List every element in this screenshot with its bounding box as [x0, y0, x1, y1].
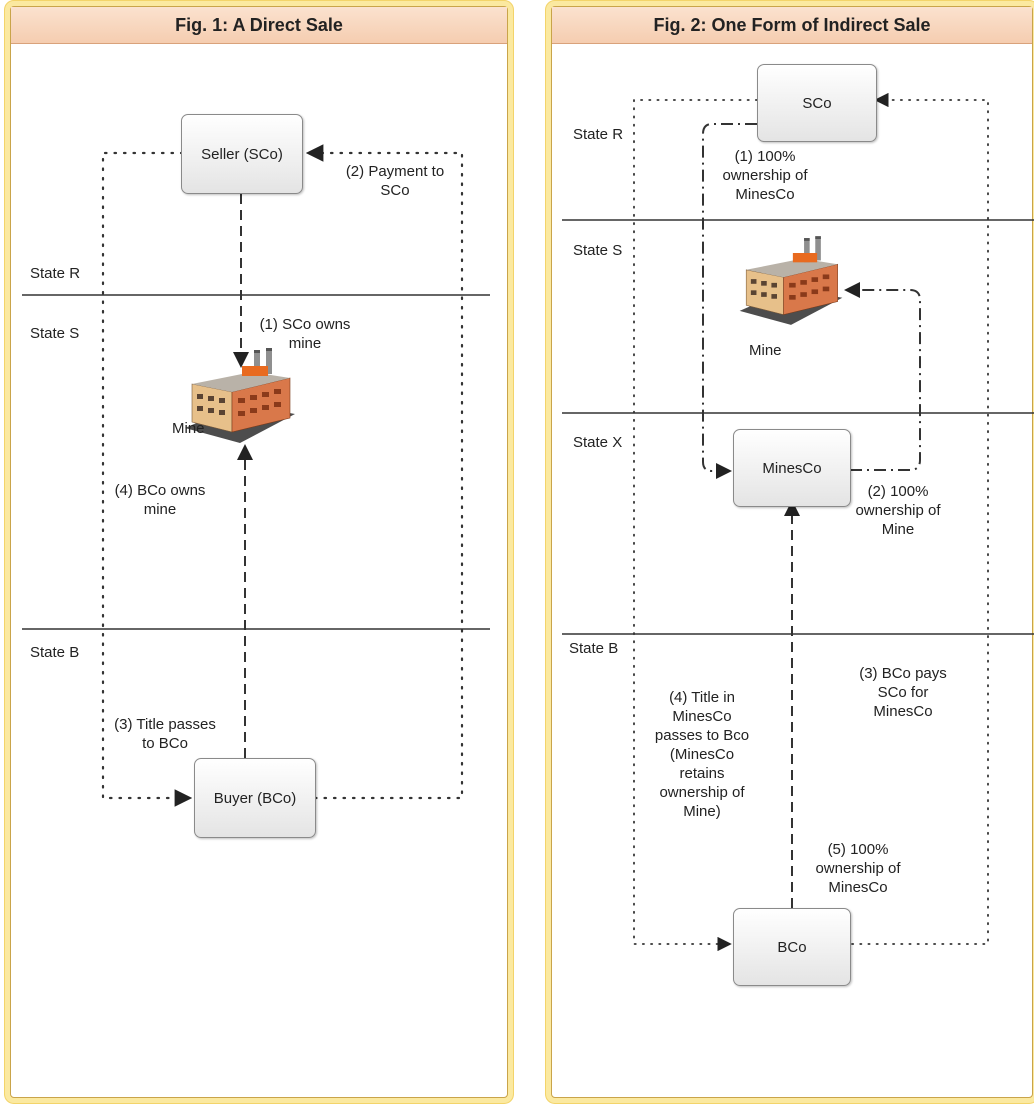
figure-1-title: Fig. 1: A Direct Sale — [11, 7, 507, 44]
fig1-sco-owns-label: (1) SCo owns mine — [259, 316, 351, 352]
fig1-state-s-label: State S — [30, 325, 80, 342]
fig1-mine-label: Mine — [172, 420, 205, 437]
mine-factory-icon — [185, 348, 295, 443]
fig2-bco-ownership-label: (5) 100% ownership of MinesCo — [815, 841, 901, 896]
fig1-payment-label: (2) Payment to SCo — [345, 163, 445, 199]
fig2-minesco-owns-mine-arrow — [844, 282, 921, 471]
fig1-state-r-label: State R — [30, 265, 81, 282]
fig2-state-b-label: State B — [569, 640, 619, 657]
buyer-bco-box: Buyer (BCo) — [194, 758, 316, 838]
fig2-sco-owns-minesco-arrow — [702, 123, 757, 479]
fig1-payment-loop — [101, 151, 194, 807]
fig2-state-r-label: State R — [573, 126, 624, 143]
fig1-payment-loop — [305, 144, 464, 800]
fig2-ownership-minesco-label: (1) 100% ownership of MinesCo — [722, 148, 808, 203]
fig1-bco-owns-label: (4) BCo owns mine — [114, 482, 206, 518]
fig2-state-s-label: State S — [573, 242, 623, 259]
seller-sco-box: Seller (SCo) — [181, 114, 303, 194]
mine-factory-icon — [739, 236, 843, 325]
fig2-state-x-label: State X — [573, 434, 623, 451]
fig2-title-passes-label: (4) Title in MinesCo passes to Bco (Mine… — [654, 689, 750, 820]
fig2-ownership-mine-label: (2) 100% ownership of Mine — [855, 483, 941, 538]
figure-2-title: Fig. 2: One Form of Indirect Sale — [552, 7, 1032, 44]
fig2-bco-pays-label: (3) BCo pays SCo for MinesCo — [859, 665, 947, 720]
fig2-mine-label: Mine — [749, 342, 782, 359]
fig2-payment-loop — [851, 92, 989, 945]
minesco-box: MinesCo — [733, 429, 851, 507]
fig1-state-b-label: State B — [30, 644, 80, 661]
bco-box: BCo — [733, 908, 851, 986]
sco-box: SCo — [757, 64, 877, 142]
fig1-title-passes-label: (3) Title passes to BCo — [114, 716, 216, 752]
